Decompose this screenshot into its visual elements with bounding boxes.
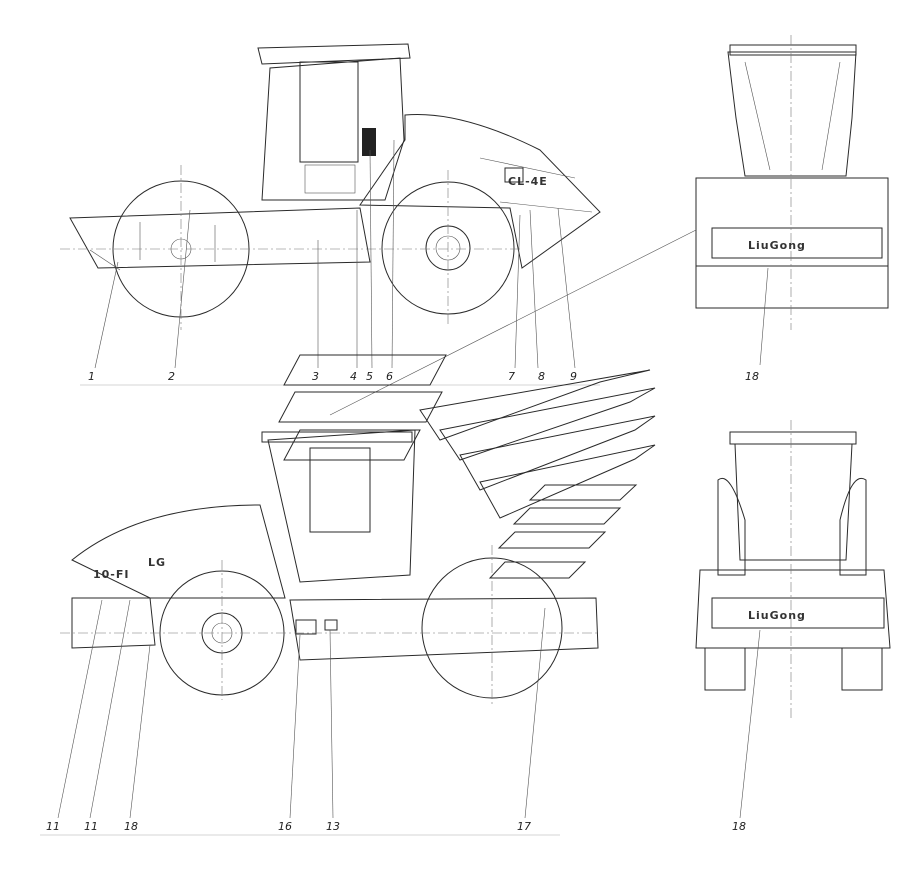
callout-18-top: 18 — [745, 370, 759, 383]
logo-badge: LG — [148, 556, 166, 569]
roller-side-view-right: 10-FI LG — [60, 429, 600, 705]
warning-decal-icon — [295, 619, 317, 635]
callout-8: 8 — [538, 370, 545, 383]
callout-4: 4 — [350, 370, 357, 383]
callout-17: 17 — [517, 820, 531, 833]
roller-side-view-left: CL-4E — [60, 43, 601, 330]
front-blade — [695, 177, 889, 267]
brand-label-top: LiuGong — [748, 239, 806, 252]
callout-6: 6 — [386, 370, 393, 383]
logo-icon — [504, 167, 524, 183]
callout-18-bottom-right: 18 — [732, 820, 746, 833]
engine-hood — [359, 113, 601, 269]
cabin — [261, 57, 405, 201]
cabin-rear — [734, 443, 853, 561]
brand-label-bottom: LiuGong — [748, 609, 806, 622]
model-label-b: 10-FI — [93, 568, 129, 581]
cabin-bottom — [267, 429, 416, 583]
rear-body-box — [695, 569, 891, 649]
cabin-roof — [257, 43, 411, 65]
roller-rear-view-bottom: LiuGong — [695, 420, 891, 819]
model-label-a: CL-4E — [508, 175, 548, 188]
cabin-window-bottom — [309, 447, 371, 533]
leaders-bottom — [40, 599, 560, 836]
rear-frame — [289, 597, 599, 661]
callout-5: 5 — [366, 370, 373, 383]
callout-2: 2 — [168, 370, 175, 383]
callout-1: 1 — [88, 370, 95, 383]
callouts-top: 1 2 3 4 5 6 7 8 9 — [88, 370, 577, 383]
stripe-decals — [278, 354, 656, 579]
callouts-bottom: 11 11 18 16 13 17 — [46, 820, 531, 833]
roller-front-view-top: LiuGong — [329, 35, 889, 416]
callout-7: 7 — [508, 370, 515, 383]
cabin-window — [299, 61, 359, 163]
engine-hood-bottom — [71, 504, 286, 599]
callout-18-bottom-left: 18 — [124, 820, 138, 833]
callout-13: 13 — [326, 820, 340, 833]
callout-11b: 11 — [84, 820, 98, 833]
callout-3: 3 — [312, 370, 319, 383]
seat-block — [362, 128, 376, 156]
callout-9: 9 — [570, 370, 577, 383]
callout-11a: 11 — [46, 820, 60, 833]
rear-body — [71, 597, 156, 649]
front-frame — [69, 207, 371, 269]
callout-16: 16 — [278, 820, 292, 833]
